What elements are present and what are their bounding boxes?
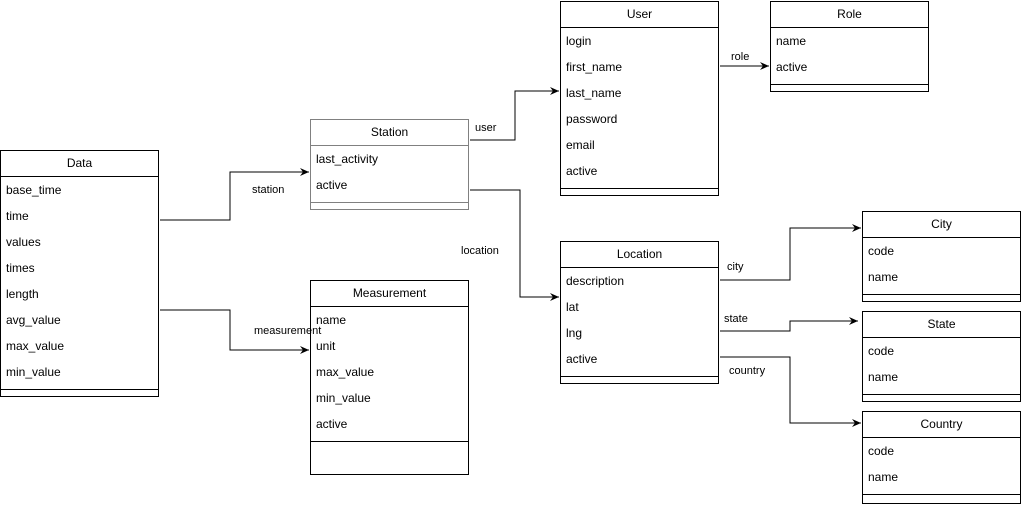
entity-field: lat <box>566 300 579 314</box>
methods-compartment <box>1 389 158 396</box>
entity-title: State <box>863 312 1020 338</box>
entity-field: name <box>868 370 899 384</box>
entity-title: Station <box>311 120 468 146</box>
relation-label: user <box>475 122 497 134</box>
entity-field: max_value <box>6 339 65 353</box>
entity-field: lng <box>566 326 583 340</box>
relation-location-edge[interactable] <box>470 189 559 301</box>
entity-field: values <box>6 235 41 249</box>
entity-field: email <box>566 138 595 152</box>
entity-user[interactable]: User login first_name last_name password emai… <box>560 1 719 196</box>
entity-field: login <box>566 34 592 48</box>
entity-field: last_name <box>566 86 622 100</box>
entity-field: time <box>6 209 29 223</box>
relation-state-edge[interactable] <box>720 317 858 332</box>
entity-field: name <box>776 34 807 48</box>
entity-field: active <box>776 60 808 74</box>
relation-user-edge[interactable] <box>470 87 559 141</box>
entity-city[interactable]: City code name <box>862 211 1021 302</box>
methods-compartment <box>561 376 718 383</box>
entity-field: times <box>6 261 35 275</box>
relation-label: state <box>724 313 748 325</box>
methods-compartment <box>311 202 468 209</box>
entity-location[interactable]: Location description lat lng active <box>560 241 719 384</box>
entity-field: first_name <box>566 60 623 74</box>
entity-title: City <box>863 212 1020 238</box>
entity-country[interactable]: Country code name <box>862 411 1021 504</box>
entity-title: User <box>561 2 718 28</box>
entity-field: length <box>6 287 39 301</box>
entity-field: active <box>566 352 598 366</box>
entity-field: min_value <box>316 391 371 405</box>
entity-field: code <box>868 444 895 458</box>
entity-field: active <box>566 164 598 178</box>
entity-field: base_time <box>6 183 62 197</box>
entity-field: password <box>566 112 618 126</box>
relation-label: country <box>729 365 766 377</box>
entity-title: Country <box>863 412 1020 438</box>
relation-label: station <box>252 184 285 196</box>
entity-title: Location <box>561 242 718 268</box>
entity-field: description <box>566 274 625 288</box>
entity-field: avg_value <box>6 313 61 327</box>
entity-field: name <box>868 470 899 484</box>
entity-field: code <box>868 244 895 258</box>
relation-measurement-edge[interactable] <box>160 309 309 354</box>
relation-country-edge[interactable] <box>720 356 861 427</box>
entity-state[interactable]: State code name <box>862 311 1021 402</box>
entity-field: active <box>316 178 348 192</box>
relation-label: city <box>727 261 744 273</box>
entity-role[interactable]: Role name active <box>770 1 929 92</box>
methods-compartment <box>863 394 1020 401</box>
entity-title: Role <box>771 2 928 28</box>
entity-field: name <box>868 270 899 284</box>
relation-city-edge[interactable] <box>720 224 861 281</box>
entity-field: max_value <box>316 365 375 379</box>
relation-station-edge[interactable] <box>160 168 309 221</box>
entity-field: active <box>316 417 348 431</box>
entity-field: unit <box>316 339 336 353</box>
entity-field: code <box>868 344 895 358</box>
entity-field: last_activity <box>316 152 379 166</box>
methods-compartment <box>863 494 1020 503</box>
entity-title: Measurement <box>311 281 468 307</box>
methods-compartment <box>311 441 468 474</box>
relation-label: location <box>461 245 499 257</box>
relation-label: measurement <box>254 325 322 337</box>
relation-label: role <box>731 51 750 63</box>
methods-compartment <box>561 188 718 195</box>
entity-field: name <box>316 313 347 327</box>
entity-title: Data <box>1 151 158 177</box>
methods-compartment <box>863 294 1020 301</box>
entity-field: min_value <box>6 365 61 379</box>
methods-compartment <box>771 84 928 91</box>
